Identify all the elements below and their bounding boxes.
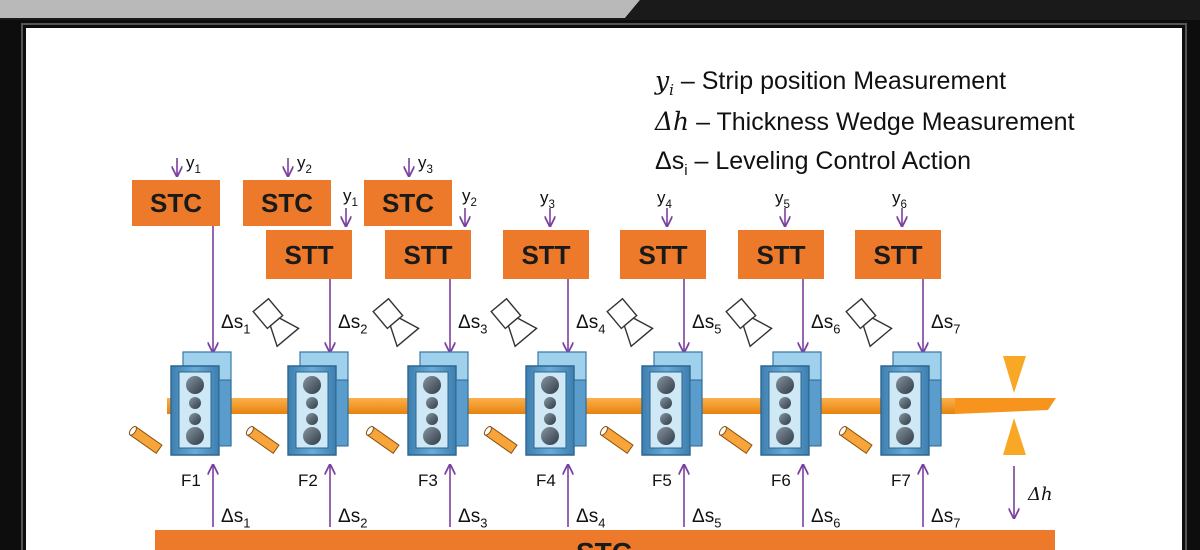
control-action-bottom-label: Δs6 — [811, 506, 840, 530]
stt-measurement-label: y2 — [462, 186, 477, 209]
monitor-bezel-shade — [0, 0, 1200, 20]
control-action-top-label: Δs7 — [931, 312, 960, 336]
wedge-gauge-bottom — [1003, 418, 1026, 455]
control-action-bottom-label: Δs3 — [458, 506, 487, 530]
legend-text: – Strip position Measurement — [673, 67, 1007, 95]
strip-sensor-icon — [252, 297, 300, 348]
stand-label: F4 — [536, 471, 556, 490]
looper-icon — [128, 425, 163, 454]
looper-icon — [245, 425, 280, 454]
stt-block-label: STT — [756, 240, 805, 270]
stc-block — [132, 180, 220, 226]
looper-icon — [365, 425, 400, 454]
control-action-top-label: Δs2 — [338, 312, 367, 336]
control-action-top-label: Δs3 — [458, 312, 487, 336]
looper-icon — [483, 425, 518, 454]
control-action-top-label: Δs4 — [576, 312, 605, 336]
stt-block — [620, 230, 706, 279]
stt-measurement-label: y6 — [892, 188, 907, 211]
stt-block-label: STT — [284, 240, 333, 270]
legend-symbol: Δs — [655, 147, 685, 175]
stand-label: F1 — [181, 471, 201, 490]
stc-block — [243, 180, 331, 226]
monitor-inner-border — [21, 23, 1187, 550]
stt-block — [855, 230, 941, 279]
control-action-bottom-label: Δs2 — [338, 506, 367, 530]
looper-icon — [599, 425, 634, 454]
stt-block-label: STT — [873, 240, 922, 270]
mill-stand-f6 — [760, 351, 822, 456]
strip-sensor-icon — [606, 297, 654, 348]
control-action-top-label: Δs1 — [221, 312, 250, 336]
stt-measurement-label: y3 — [540, 188, 555, 211]
mill-stand-f5 — [641, 351, 703, 456]
stand-label: F6 — [771, 471, 791, 490]
stc-block-label: STC — [150, 188, 202, 218]
stand-label: F3 — [418, 471, 438, 490]
control-action-bottom-label: Δs7 — [931, 506, 960, 530]
strip-sensor-icon — [490, 297, 538, 348]
strip-sensor-icon — [372, 297, 420, 348]
mill-stand-f2 — [287, 351, 349, 456]
wedge-gauge-top — [1003, 356, 1026, 393]
strip-exit — [955, 398, 1056, 414]
mill-stand-f1 — [170, 351, 232, 456]
stt-measurement-label: y5 — [775, 188, 790, 211]
strip-sensor-icon — [845, 297, 893, 348]
legend-thickness-wedge: Δh – Thickness Wedge Measurement — [655, 107, 1075, 137]
legend-symbol: y — [655, 66, 670, 95]
stc-measurement-label: y3 — [418, 153, 433, 176]
stt-measurement-label: y4 — [657, 188, 673, 211]
looper-icon — [838, 425, 873, 454]
legend-subscript: i — [669, 81, 674, 99]
stand-label: F2 — [298, 471, 318, 490]
legend-strip-position: yi – Strip position Measurement — [655, 66, 1006, 99]
control-action-top-label: Δs6 — [811, 312, 840, 336]
stt-block — [503, 230, 589, 279]
control-action-bottom-label: Δs4 — [576, 506, 605, 530]
legend-text: – Leveling Control Action — [687, 147, 972, 175]
legend-text: – Thickness Wedge Measurement — [689, 108, 1075, 136]
stt-measurement-label: y1 — [343, 186, 358, 209]
mill-stand-f4 — [525, 351, 587, 456]
stt-block — [385, 230, 471, 279]
control-action-top-label: Δs5 — [692, 312, 721, 336]
stc-block — [364, 180, 452, 226]
stt-block-label: STT — [521, 240, 570, 270]
looper-icon — [718, 425, 753, 454]
stt-block-label: STT — [403, 240, 452, 270]
stc-block-label: STC — [261, 188, 313, 218]
stc-measurement-label: y1 — [186, 153, 201, 176]
mill-stand-f7 — [880, 351, 942, 456]
wedge-measurement-label: Δh — [1027, 484, 1053, 505]
stc-measurement-label: y2 — [297, 153, 312, 176]
stt-block — [738, 230, 824, 279]
strip-sensor-icon — [725, 297, 773, 348]
stand-label: F5 — [652, 471, 672, 490]
mill-stand-f3 — [407, 351, 469, 456]
stc-bottom-bar-label: STC — [576, 537, 632, 550]
stc-bottom-bar — [155, 530, 1055, 550]
legend-symbol: Δh — [655, 107, 690, 136]
control-action-bottom-label: Δs1 — [221, 506, 250, 530]
stt-block-label: STT — [638, 240, 687, 270]
control-action-bottom-label: Δs5 — [692, 506, 721, 530]
stt-block — [266, 230, 352, 279]
monitor-bezel-highlight — [0, 0, 640, 18]
legend-leveling-control: Δsi – Leveling Control Action — [655, 147, 971, 179]
legend-subscript: i — [684, 162, 688, 179]
stand-label: F7 — [891, 471, 911, 490]
stc-block-label: STC — [382, 188, 434, 218]
